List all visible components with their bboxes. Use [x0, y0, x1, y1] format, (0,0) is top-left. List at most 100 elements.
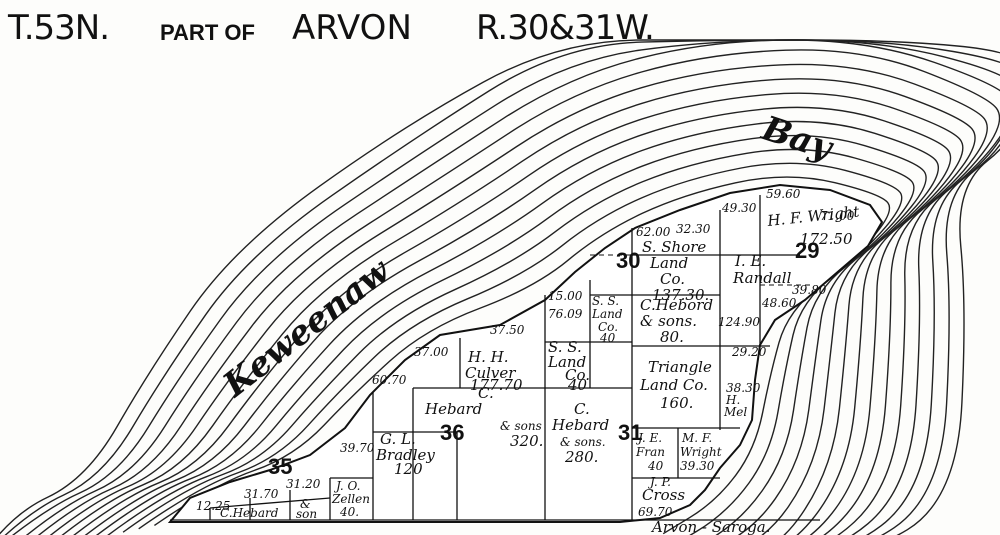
owner-chebard-36-2: Hebard — [424, 400, 482, 418]
owner-je-fran-2: Fran — [635, 445, 665, 459]
acreage: 31.20 — [286, 477, 321, 491]
acreage: 69.70 — [638, 505, 673, 519]
part-of-label: PART OF — [160, 20, 255, 45]
owner-chebard-31: C. — [574, 400, 590, 418]
owner-chebard-31-2: Hebard — [551, 416, 609, 434]
acreage-figures: 62.00 32.30 49.30 59.60 71.00 39.80 15.0… — [196, 187, 855, 519]
acreage: 48.60 — [761, 296, 797, 310]
acreage: 39.80 — [792, 283, 827, 297]
owner-jo-zellen-2: Zellen — [331, 492, 370, 506]
owner-chebord-top-2: & sons. — [640, 312, 697, 330]
depth-contour-line — [95, 120, 940, 535]
owner-triangle-3: 160. — [660, 394, 693, 412]
section-lines — [170, 195, 820, 521]
depth-contour-line — [49, 63, 988, 535]
owner-ss-mid-2: Land — [547, 353, 586, 371]
range-label: R.30&31W. — [476, 8, 655, 48]
acreage: 124.90 — [718, 315, 760, 329]
section-35: 35 — [268, 454, 292, 479]
acreage: 32.30 — [676, 222, 711, 236]
acreage: 31.70 — [244, 487, 279, 501]
owner-je-fran-3: 40 — [647, 459, 664, 473]
depth-contour-line — [107, 134, 927, 535]
section-30: 30 — [616, 248, 640, 273]
owner-triangle-2: Land Co. — [639, 376, 708, 394]
depth-contour-line — [61, 78, 976, 535]
owner-chebard-36: C. — [478, 384, 494, 402]
owner-ie-randall: I. E. — [734, 252, 766, 270]
owner-chebord-top: C.Hebord — [640, 296, 713, 314]
owner-h-mel-2: Mel — [723, 405, 747, 419]
section-36: 36 — [440, 420, 464, 445]
owner-labels: S. Shore Land Co. 137.30. I. E. Randall … — [220, 202, 861, 535]
acreage: 39.30 — [680, 459, 715, 473]
depth-contour-line — [73, 92, 964, 535]
depth-contour-line — [0, 39, 1000, 535]
owner-je-fran: J. E. — [635, 431, 662, 445]
owner-jp-cross: J. P. — [647, 475, 671, 489]
place-label: ARVON — [292, 8, 412, 48]
owner-gl-bradley: G. L. — [380, 430, 416, 448]
owner-jo-zellen-3: 40. — [339, 505, 359, 519]
acreage: 37.00 — [414, 345, 449, 359]
acreage: 49.30 — [721, 201, 757, 215]
owner-ss-shore-2: Land — [649, 254, 688, 272]
acreage: 38.30 — [726, 381, 761, 395]
owner-chebard-31-3: & sons. — [560, 435, 606, 449]
depth-contours — [0, 39, 1000, 535]
owner-ss-mid: S. S. — [548, 338, 582, 356]
road-label: Arvon - Saroga. — [650, 518, 771, 535]
owner-ss-shore-3: Co. — [660, 270, 685, 288]
depth-contour-line — [84, 106, 952, 535]
owner-gl-bradley-3: 120 — [394, 460, 423, 478]
owner-ss-shore-4: 137.30. — [652, 286, 709, 304]
acreage: 37.50 — [490, 323, 525, 337]
owner-mf-wright: M. F. — [681, 431, 712, 445]
acreage: 29.20 — [731, 345, 767, 359]
acreage: 59.60 — [766, 187, 801, 201]
owner-chebard-31-4: 280. — [564, 448, 598, 466]
owner-mf-wright-2: Wright — [680, 445, 722, 459]
owner-jo-zellen: J. O. — [333, 479, 360, 493]
depth-contour-line — [138, 162, 903, 535]
owner-chebard-36-3: & sons — [500, 419, 542, 433]
section-31: 31 — [618, 420, 642, 445]
owner-ss-small-3: Co. — [598, 320, 618, 334]
acreage: 62.00 — [636, 225, 671, 239]
owner-ss-mid-3: Co. — [565, 366, 590, 384]
owner-jp-cross-2: Cross — [642, 486, 685, 504]
owner-ss-mid-4: 40 — [567, 376, 588, 394]
acreage: 12.25 — [196, 499, 230, 513]
owner-hh-culver-3: 177.70 — [470, 376, 523, 394]
owner-hh-culver-2: Culver — [465, 364, 516, 382]
owner-gl-bradley-2: Bradley — [375, 446, 435, 464]
depth-contour-line — [37, 49, 1000, 535]
land-mass — [167, 183, 884, 523]
depth-contour-line — [122, 148, 915, 535]
acreage: 71.00 — [820, 209, 855, 223]
bay-name-bay: Bay — [756, 108, 839, 169]
owner-chebard-low-2: & — [300, 497, 311, 511]
owner-ss-shore: S. Shore — [642, 238, 706, 256]
section-29: 29 — [795, 238, 819, 263]
owner-ss-small-2: Land — [591, 307, 623, 321]
owner-triangle: Triangle — [648, 358, 712, 376]
owner-hf-wright-2: 172.50 — [800, 230, 853, 248]
owner-ie-randall-2: Randall — [732, 269, 792, 287]
owner-chebard-low-3: son — [296, 507, 317, 521]
depth-contour-line — [154, 176, 891, 535]
owner-h-mel: H. — [725, 393, 740, 407]
acreage: 76.09 — [548, 307, 583, 321]
owner-chebard-36-4: 320. — [510, 432, 543, 450]
owner-chebard-low: C.Hebard — [220, 506, 279, 520]
acreage: 15.00 — [548, 289, 583, 303]
owner-ss-small-4: 40 — [599, 331, 616, 345]
acreage: 60.70 — [372, 373, 407, 387]
township-label: T.53N. — [8, 8, 110, 48]
owner-ss-small: S. S. — [592, 294, 619, 308]
owner-hh-culver: H. H. — [467, 348, 508, 366]
acreage: 39.70 — [340, 441, 375, 455]
owner-chebord-top-3: 80. — [660, 328, 684, 346]
